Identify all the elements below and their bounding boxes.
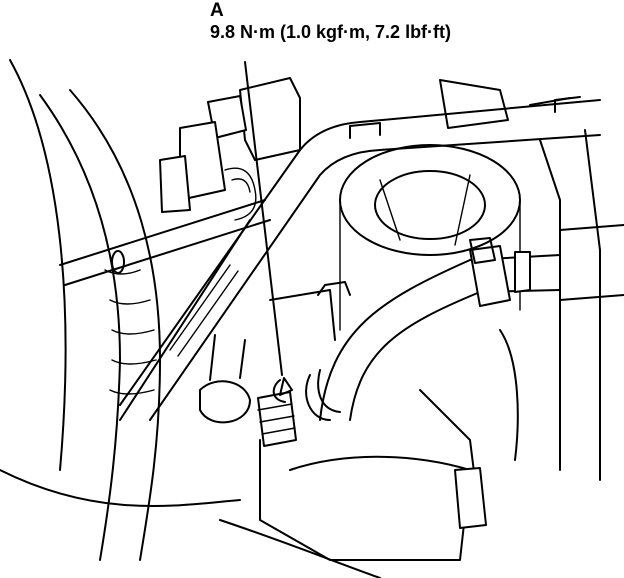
engine-block (0, 129, 601, 578)
vacuum-line (59, 199, 271, 286)
connector-cluster (159, 77, 571, 221)
callout-letter: A (210, 0, 224, 21)
left-hose (9, 59, 161, 561)
throttle-body (339, 144, 521, 331)
callout-leader (244, 61, 293, 403)
sensor-fitting (199, 334, 341, 447)
torque-spec: 9.8 N·m (1.0 kgf·m, 7.2 lbf·ft) (210, 22, 452, 42)
coolant-hose (319, 224, 624, 421)
